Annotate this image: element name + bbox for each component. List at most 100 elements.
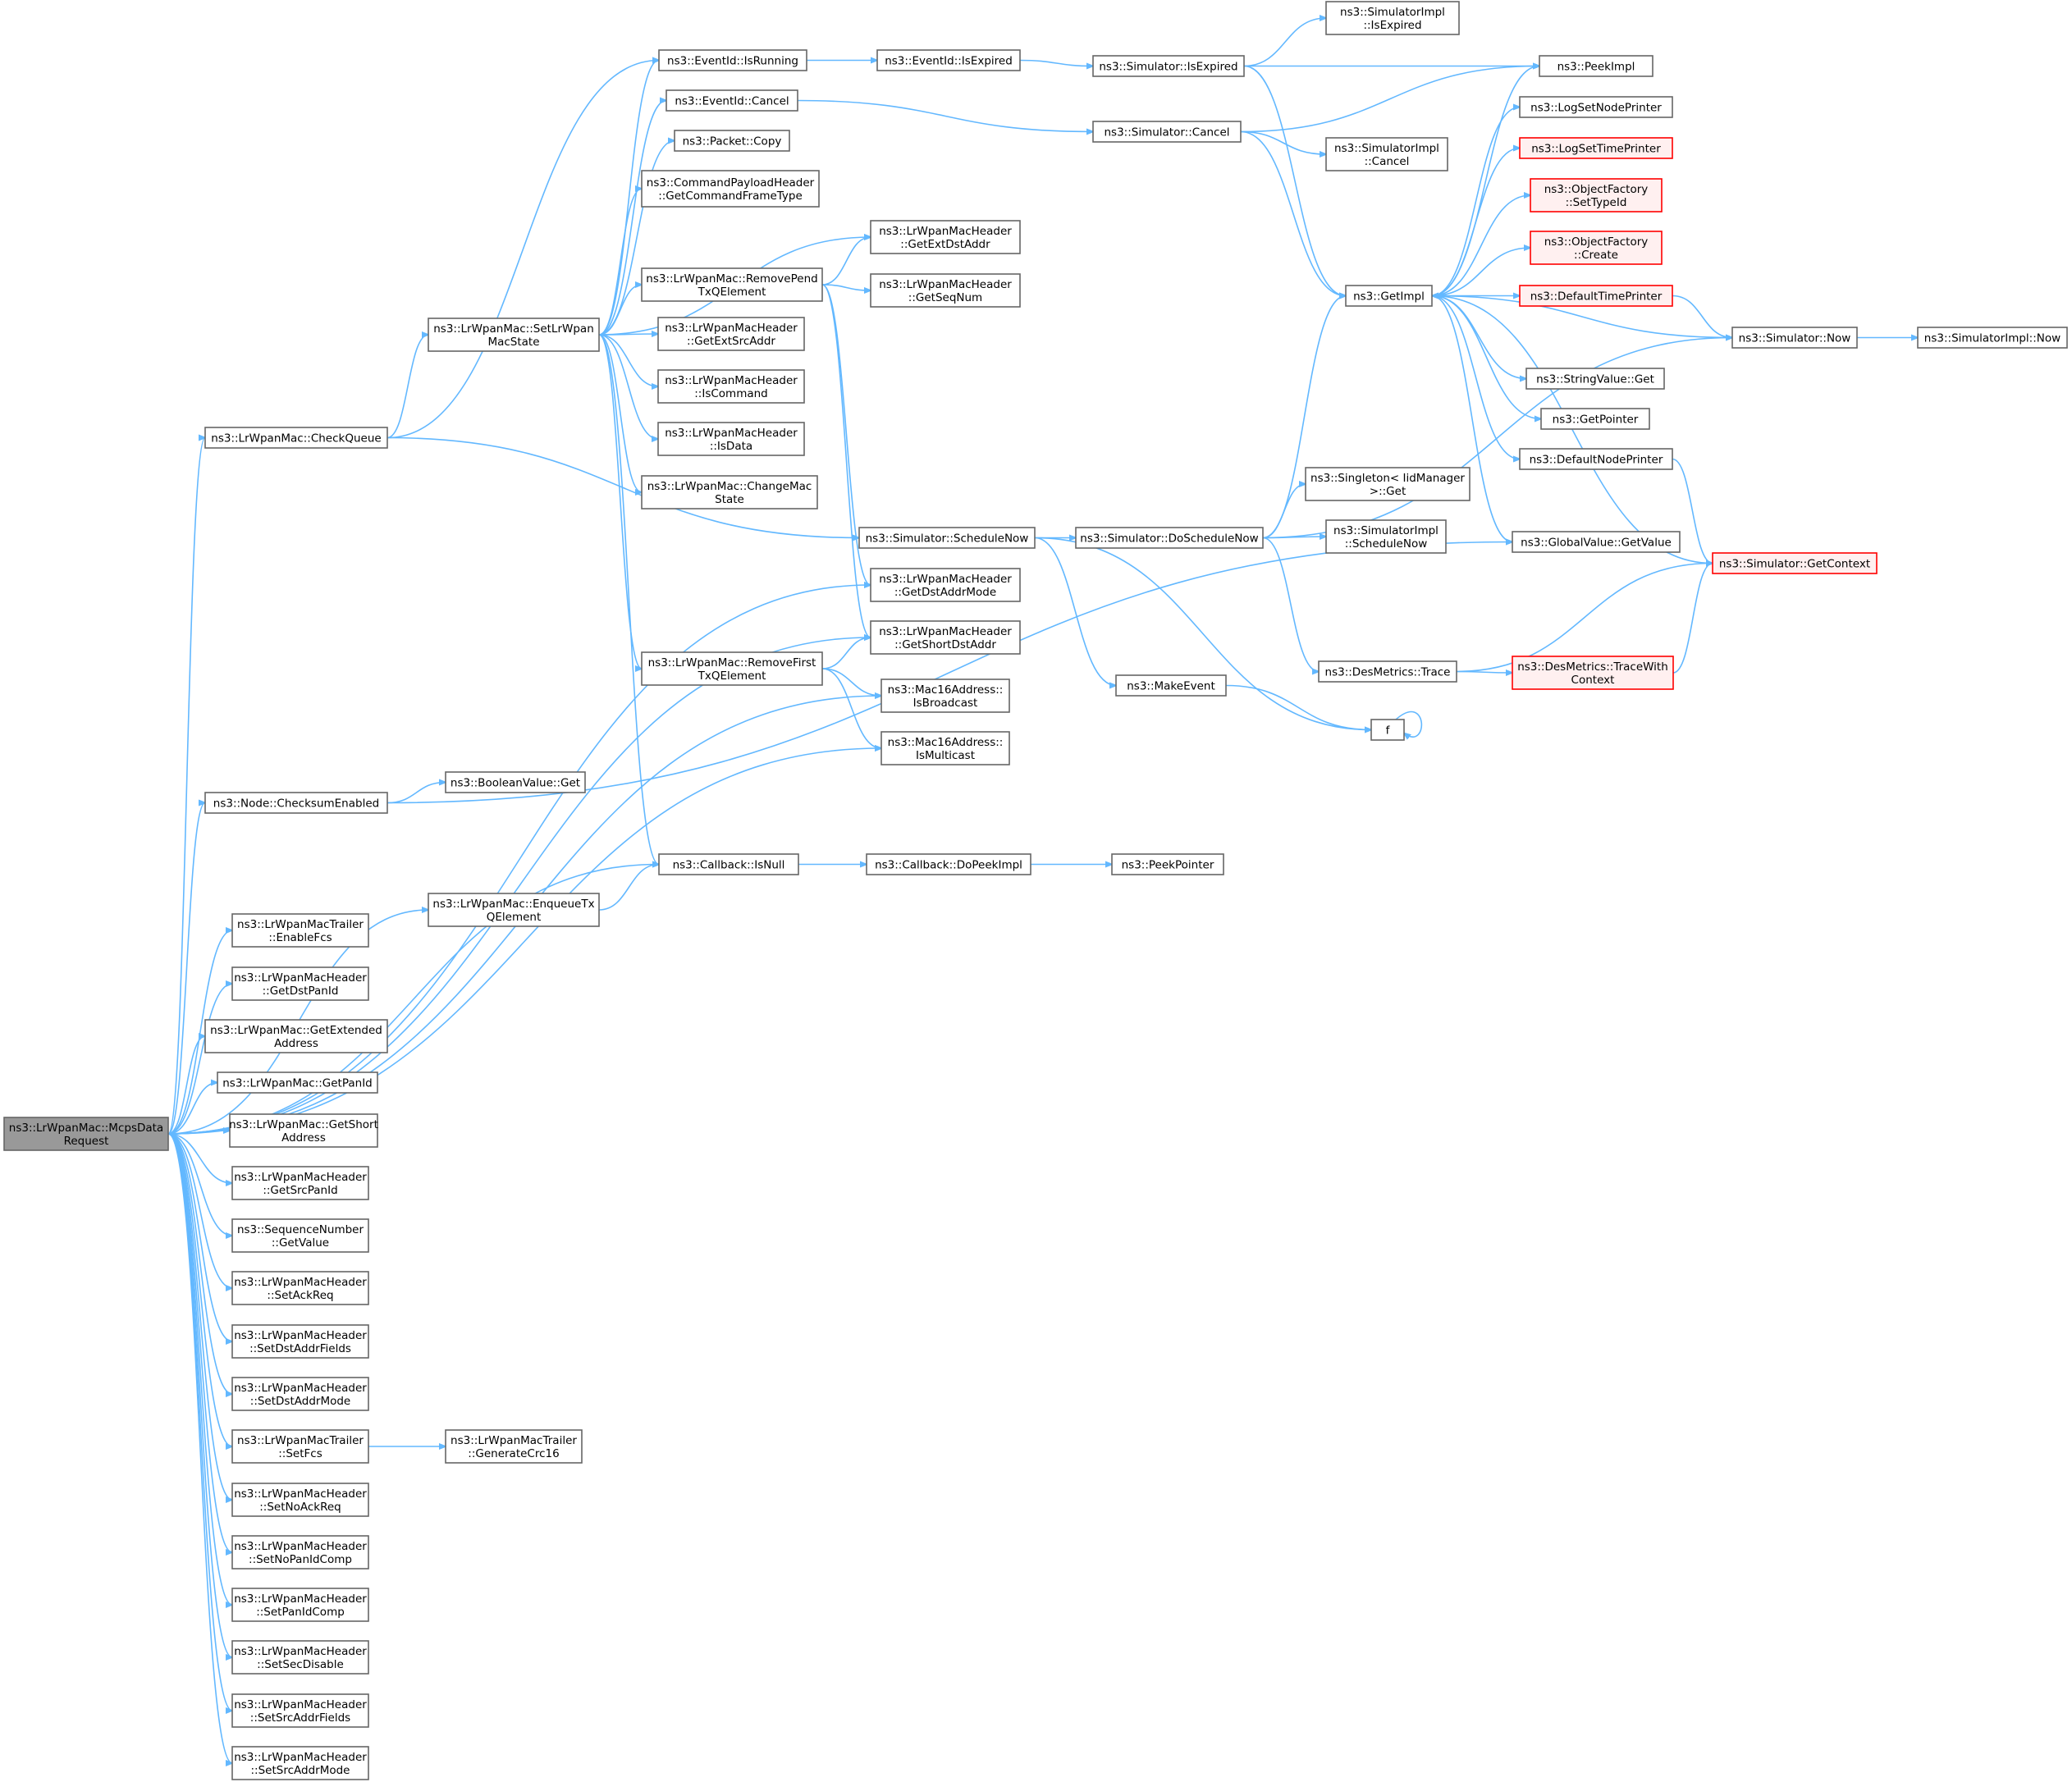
node-checkqueue[interactable]: ns3::LrWpanMac::CheckQueue bbox=[204, 427, 388, 449]
node-enablefcs[interactable]: ns3::LrWpanMacTrailer::EnableFcs bbox=[231, 913, 369, 948]
node-ofcreate[interactable]: ns3::ObjectFactory::Create bbox=[1530, 231, 1663, 265]
edge-simcancel-to-peekimpl bbox=[1240, 66, 1539, 133]
node-label-line: ns3::LrWpanMacHeader bbox=[665, 374, 798, 387]
node-getextdst[interactable]: ns3::LrWpanMacHeader::GetExtDstAddr bbox=[870, 220, 1021, 254]
node-implcancel[interactable]: ns3::SimulatorImpl::Cancel bbox=[1325, 137, 1448, 171]
node-stringget[interactable]: ns3::StringValue::Get bbox=[1525, 368, 1665, 390]
node-globalgetvalue[interactable]: ns3::GlobalValue::GetValue bbox=[1512, 531, 1681, 553]
node-label-line: ns3::Packet::Copy bbox=[683, 135, 782, 148]
node-boolget[interactable]: ns3::BooleanValue::Get bbox=[445, 771, 586, 793]
node-setackreq[interactable]: ns3::LrWpanMacHeader::SetAckReq bbox=[231, 1271, 369, 1305]
node-doschedulenow[interactable]: ns3::Simulator::DoScheduleNow bbox=[1075, 527, 1264, 549]
node-isrunning[interactable]: ns3::EventId::IsRunning bbox=[658, 49, 807, 71]
node-getsrcpan[interactable]: ns3::LrWpanMacHeader::GetSrcPanId bbox=[231, 1166, 369, 1200]
edge-destrace-to-tracewithctx bbox=[1456, 672, 1512, 674]
node-simnow[interactable]: ns3::Simulator::Now bbox=[1731, 327, 1858, 349]
node-ofsettypeid[interactable]: ns3::ObjectFactory::SetTypeId bbox=[1530, 178, 1663, 212]
node-label-line: >::Get bbox=[1370, 485, 1406, 498]
node-isnull[interactable]: ns3::Callback::IsNull bbox=[658, 853, 799, 875]
node-f[interactable]: f bbox=[1370, 719, 1405, 741]
node-simcancel[interactable]: ns3::Simulator::Cancel bbox=[1092, 121, 1242, 143]
node-singletonget[interactable]: ns3::Singleton< IidManager>::Get bbox=[1305, 467, 1471, 501]
edge-root-to-setnopanidcomp bbox=[167, 1133, 232, 1552]
node-label-line: ns3::SimulatorImpl bbox=[1340, 6, 1445, 19]
edge-setstate-to-getextsrc bbox=[598, 334, 658, 335]
node-label-line: ns3::SimulatorImpl::Now bbox=[1924, 332, 2061, 345]
node-label-line: ns3::LrWpanMacHeader bbox=[879, 278, 1012, 291]
node-getpointer[interactable]: ns3::GetPointer bbox=[1540, 408, 1650, 430]
node-setdstaddrfields[interactable]: ns3::LrWpanMacHeader::SetDstAddrFields bbox=[231, 1324, 369, 1359]
node-packetcopy[interactable]: ns3::Packet::Copy bbox=[674, 130, 790, 152]
node-getdstaddrmode[interactable]: ns3::LrWpanMacHeader::GetDstAddrMode bbox=[870, 568, 1021, 602]
node-getimpl[interactable]: ns3::GetImpl bbox=[1345, 285, 1433, 307]
node-logsetnode[interactable]: ns3::LogSetNodePrinter bbox=[1519, 96, 1673, 118]
node-isexpired[interactable]: ns3::EventId::IsExpired bbox=[876, 49, 1021, 71]
node-checksum[interactable]: ns3::Node::ChecksumEnabled bbox=[204, 792, 388, 814]
node-isbroadcast[interactable]: ns3::Mac16Address::IsBroadcast bbox=[880, 679, 1010, 713]
node-box bbox=[858, 527, 1036, 549]
node-getshortdst[interactable]: ns3::LrWpanMacHeader::GetShortDstAddr bbox=[870, 620, 1021, 655]
node-box bbox=[1075, 527, 1264, 549]
node-setsrcaddrmode[interactable]: ns3::LrWpanMacHeader::SetSrcAddrMode bbox=[231, 1746, 369, 1780]
node-getpanid[interactable]: ns3::LrWpanMac::GetPanId bbox=[217, 1071, 378, 1094]
node-ismulticast[interactable]: ns3::Mac16Address::IsMulticast bbox=[880, 731, 1010, 765]
node-iscommand[interactable]: ns3::LrWpanMacHeader::IsCommand bbox=[657, 369, 805, 404]
node-implisexpired[interactable]: ns3::SimulatorImpl::IsExpired bbox=[1325, 1, 1460, 35]
node-label-line: ns3::DesMetrics::TraceWith bbox=[1517, 660, 1668, 674]
node-setnopanidcomp[interactable]: ns3::LrWpanMacHeader::SetNoPanIdComp bbox=[231, 1535, 369, 1570]
node-label-line: ns3::LrWpanMacHeader bbox=[234, 1276, 367, 1289]
node-label-line: ns3::LrWpanMac::GetExtended bbox=[210, 1024, 382, 1037]
node-setsrcaddrfields[interactable]: ns3::LrWpanMacHeader::SetSrcAddrFields bbox=[231, 1693, 369, 1728]
node-label-line: ns3::LrWpanMacHeader bbox=[234, 971, 367, 985]
node-setdstaddrmode[interactable]: ns3::LrWpanMacHeader::SetDstAddrMode bbox=[231, 1377, 369, 1411]
edge-getimpl-to-defaultnode bbox=[1431, 295, 1520, 459]
node-generatecrc[interactable]: ns3::LrWpanMacTrailer::GenerateCrc16 bbox=[445, 1429, 583, 1464]
node-peekpointer[interactable]: ns3::PeekPointer bbox=[1111, 853, 1224, 875]
node-setnoackreq[interactable]: ns3::LrWpanMacHeader::SetNoAckReq bbox=[231, 1483, 369, 1517]
node-label-line: ns3::Callback::DoPeekImpl bbox=[875, 859, 1022, 872]
node-getcontext[interactable]: ns3::Simulator::GetContext bbox=[1712, 552, 1878, 574]
node-dopeekimpl[interactable]: ns3::Callback::DoPeekImpl bbox=[866, 853, 1031, 875]
node-peekimpl[interactable]: ns3::PeekImpl bbox=[1539, 55, 1653, 77]
node-implschedulenow[interactable]: ns3::SimulatorImpl::ScheduleNow bbox=[1325, 519, 1447, 554]
node-box bbox=[1525, 368, 1665, 390]
node-getcmdtype[interactable]: ns3::CommandPayloadHeader::GetCommandFra… bbox=[641, 170, 820, 208]
node-destrace[interactable]: ns3::DesMetrics::Trace bbox=[1318, 660, 1457, 683]
edge-getimpl-to-logsetnode bbox=[1431, 107, 1520, 297]
edge-simnow-to-getimpl bbox=[1432, 296, 1733, 339]
node-schedulenow[interactable]: ns3::Simulator::ScheduleNow bbox=[858, 527, 1036, 549]
node-label-line: ns3::LrWpanMacHeader bbox=[665, 427, 798, 440]
node-setpanidcomp[interactable]: ns3::LrWpanMacHeader::SetPanIdComp bbox=[231, 1588, 369, 1622]
node-label-line: ns3::LrWpanMac::RemovePend bbox=[646, 272, 817, 286]
node-setfcs[interactable]: ns3::LrWpanMacTrailer::SetFcs bbox=[231, 1429, 369, 1464]
node-seqgetvalue[interactable]: ns3::SequenceNumber::GetValue bbox=[231, 1218, 369, 1253]
node-isdata[interactable]: ns3::LrWpanMacHeader::IsData bbox=[657, 422, 805, 456]
edge-removepend-to-getextdst bbox=[821, 237, 871, 286]
node-getseqnum[interactable]: ns3::LrWpanMacHeader::GetSeqNum bbox=[870, 273, 1021, 308]
node-makeevent[interactable]: ns3::MakeEvent bbox=[1115, 674, 1227, 697]
node-label-line: ::SetFcs bbox=[278, 1447, 322, 1460]
node-defaulttime[interactable]: ns3::DefaultTimePrinter bbox=[1519, 285, 1673, 307]
edge-tracewithctx-to-getcontext bbox=[1672, 564, 1713, 674]
edge-setstate-to-isdata bbox=[598, 334, 658, 439]
node-cancel[interactable]: ns3::EventId::Cancel bbox=[666, 89, 798, 112]
node-box bbox=[1530, 178, 1663, 212]
node-defaultnode[interactable]: ns3::DefaultNodePrinter bbox=[1519, 448, 1673, 470]
node-getextsrc[interactable]: ns3::LrWpanMacHeader::GetExtSrcAddr bbox=[657, 317, 805, 351]
node-label-line: Address bbox=[281, 1131, 326, 1145]
node-getdstpan[interactable]: ns3::LrWpanMacHeader::GetDstPanId bbox=[231, 966, 369, 1001]
edge-doschedulenow-to-singletonget bbox=[1262, 484, 1306, 539]
node-simisexpired[interactable]: ns3::Simulator::IsExpired bbox=[1092, 55, 1245, 77]
node-implnow[interactable]: ns3::SimulatorImpl::Now bbox=[1917, 327, 2068, 349]
node-setsecdisable[interactable]: ns3::LrWpanMacHeader::SetSecDisable bbox=[231, 1640, 369, 1675]
node-logsettime[interactable]: ns3::LogSetTimePrinter bbox=[1519, 137, 1673, 159]
